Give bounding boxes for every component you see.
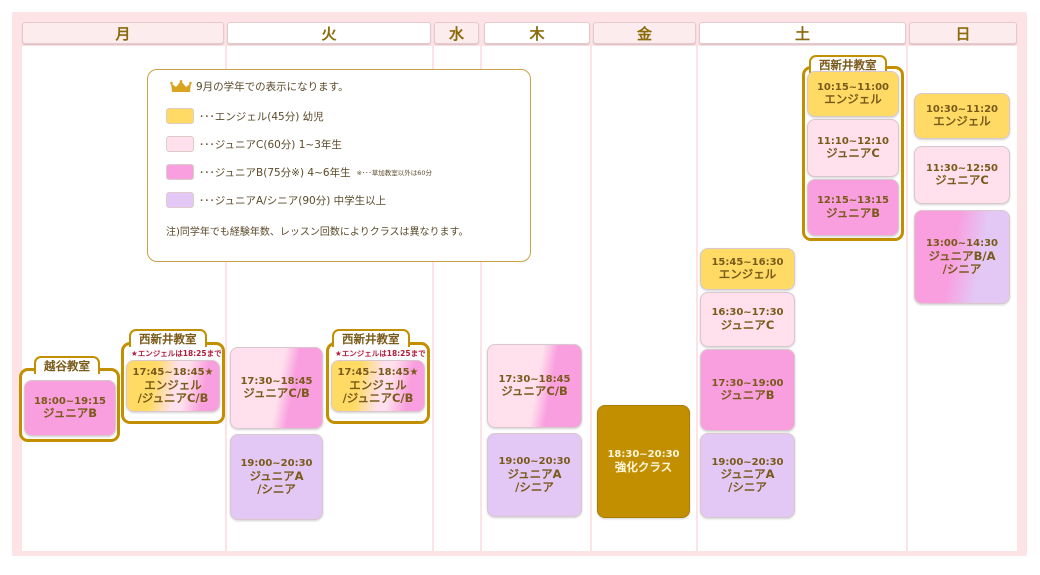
legend-swatch: [166, 164, 194, 180]
legend-item-junior-b: ･･･ジュニアB(75分※) 4~6年生 ※･･･草加教室以外は60分: [166, 164, 432, 180]
class-card[interactable]: 17:30~18:45 ジュニアC/B: [230, 347, 323, 429]
legend-swatch: [166, 108, 194, 124]
class-time: 10:15~11:00: [816, 81, 890, 93]
day-header-wed: 水: [434, 22, 479, 44]
class-name: ジュニアB/A /シニア: [928, 248, 996, 276]
class-card[interactable]: 13:00~14:30 ジュニアB/A /シニア: [914, 210, 1010, 304]
class-name: エンジェル /ジュニアC/B: [342, 377, 414, 405]
class-card[interactable]: 11:30~12:50 ジュニアC: [914, 146, 1010, 204]
class-card[interactable]: 18:00~19:15 ジュニアB: [24, 380, 116, 436]
day-header-thu: 木: [484, 22, 590, 44]
class-card[interactable]: 19:00~20:30 ジュニアA /シニア: [230, 434, 323, 520]
class-name: ジュニアA /シニア: [720, 467, 775, 495]
class-time: 19:00~20:30: [240, 458, 313, 470]
class-time: 17:45~18:45★: [132, 367, 214, 379]
class-time: 11:10~12:10: [816, 135, 890, 147]
class-name: ジュニアC/B: [501, 384, 568, 399]
class-card[interactable]: 11:10~12:10 ジュニアC: [807, 119, 899, 177]
class-name: ジュニアC/B: [243, 386, 310, 401]
column-divider: [590, 46, 592, 551]
class-time: 18:30~20:30: [607, 449, 680, 461]
legend-item-junior-a: ･･･ジュニアA/シニア(90分) 中学生以上: [166, 192, 386, 208]
class-name: エンジェル /ジュニアC/B: [137, 377, 209, 405]
location-label-nishiarai: 西新井教室: [129, 329, 207, 347]
day-header-sat: 土: [699, 22, 906, 44]
class-time: 13:00~14:30: [925, 238, 999, 250]
day-header-tue: 火: [227, 22, 431, 44]
legend-header: 9月の学年での表示になります。: [170, 79, 349, 94]
class-card[interactable]: 10:30~11:20 エンジェル: [914, 93, 1010, 139]
class-name: ジュニアB: [43, 406, 97, 421]
class-name: ジュニアB: [826, 205, 880, 220]
class-time: 17:30~19:00: [711, 377, 784, 389]
class-card[interactable]: 17:30~18:45 ジュニアC/B: [487, 344, 582, 428]
class-time: 15:45~16:30: [711, 256, 784, 268]
class-name: 強化クラス: [614, 459, 673, 474]
legend-item-label: ･･･ジュニアB(75分※) 4~6年生: [199, 166, 351, 179]
class-name: ジュニアA /シニア: [507, 466, 562, 494]
class-name: エンジェル: [824, 92, 882, 107]
column-divider: [432, 46, 434, 551]
class-card[interactable]: 16:30~17:30 ジュニアC: [700, 292, 795, 347]
class-time: 17:30~18:45: [240, 375, 313, 387]
class-name: ジュニアC: [935, 173, 989, 188]
class-card[interactable]: 15:45~16:30 エンジェル: [700, 248, 795, 290]
location-label-nishiarai: 西新井教室: [809, 55, 887, 73]
class-time: 18:00~19:15: [33, 395, 107, 407]
class-time: 10:30~11:20: [925, 103, 999, 115]
location-label-koshigaya: 越谷教室: [34, 356, 100, 374]
column-divider: [906, 46, 908, 551]
class-name: エンジェル: [718, 267, 777, 282]
class-card[interactable]: 19:00~20:30 ジュニアA /シニア: [487, 433, 582, 517]
angel-note: ★エンジェルは18:25まで: [131, 349, 222, 358]
legend-item-label: ･･･ジュニアC(60分) 1~3年生: [199, 138, 342, 151]
class-card[interactable]: 19:00~20:30 ジュニアA /シニア: [700, 433, 795, 518]
column-divider: [696, 46, 698, 551]
column-divider: [225, 46, 227, 551]
class-name: ジュニアC: [720, 317, 775, 332]
day-header-fri: 金: [593, 22, 696, 44]
legend-item-note: ※･･･草加教室以外は60分: [356, 169, 433, 177]
class-time: 17:30~18:45: [498, 373, 571, 385]
legend-item-label: ･･･エンジェル(45分) 幼児: [199, 110, 324, 123]
legend-header-text: 9月の学年での表示になります。: [196, 81, 349, 93]
class-card[interactable]: 12:15~13:15 ジュニアB: [807, 179, 899, 236]
class-name: ジュニアA /シニア: [249, 468, 304, 496]
class-time: 11:30~12:50: [925, 162, 999, 174]
legend-item-label: ･･･ジュニアA/シニア(90分) 中学生以上: [199, 194, 387, 207]
legend-footnote: 注)同学年でも経験年数、レッスン回数によりクラスは異なります。: [166, 227, 469, 238]
class-card[interactable]: 17:45~18:45★ エンジェル /ジュニアC/B: [126, 360, 220, 412]
legend-item-angel: ･･･エンジェル(45分) 幼児: [166, 108, 324, 124]
class-time: 16:30~17:30: [711, 307, 784, 319]
crown-icon: [170, 79, 192, 92]
class-card[interactable]: 17:30~19:00 ジュニアB: [700, 349, 795, 431]
class-card[interactable]: 18:30~20:30 強化クラス: [597, 405, 690, 518]
day-header-mon: 月: [22, 22, 224, 44]
class-card[interactable]: 10:15~11:00 エンジェル: [807, 71, 899, 117]
legend-box: 9月の学年での表示になります。 ･･･エンジェル(45分) 幼児 ･･･ジュニア…: [147, 69, 531, 262]
legend-item-junior-c: ･･･ジュニアC(60分) 1~3年生: [166, 136, 342, 152]
legend-swatch: [166, 192, 194, 208]
class-time: 17:45~18:45★: [337, 367, 419, 379]
angel-note: ★エンジェルは18:25まで: [335, 349, 426, 358]
class-time: 19:00~20:30: [711, 456, 784, 468]
day-header-sun: 日: [909, 22, 1017, 44]
class-time: 19:00~20:30: [498, 456, 571, 468]
class-name: ジュニアC: [826, 146, 880, 161]
legend-swatch: [166, 136, 194, 152]
location-label-nishiarai: 西新井教室: [332, 329, 410, 347]
class-card[interactable]: 17:45~18:45★ エンジェル /ジュニアC/B: [331, 360, 425, 412]
class-name: ジュニアB: [720, 388, 775, 403]
class-time: 12:15~13:15: [816, 195, 890, 207]
class-name: エンジェル: [933, 114, 991, 129]
column-divider: [480, 46, 482, 551]
